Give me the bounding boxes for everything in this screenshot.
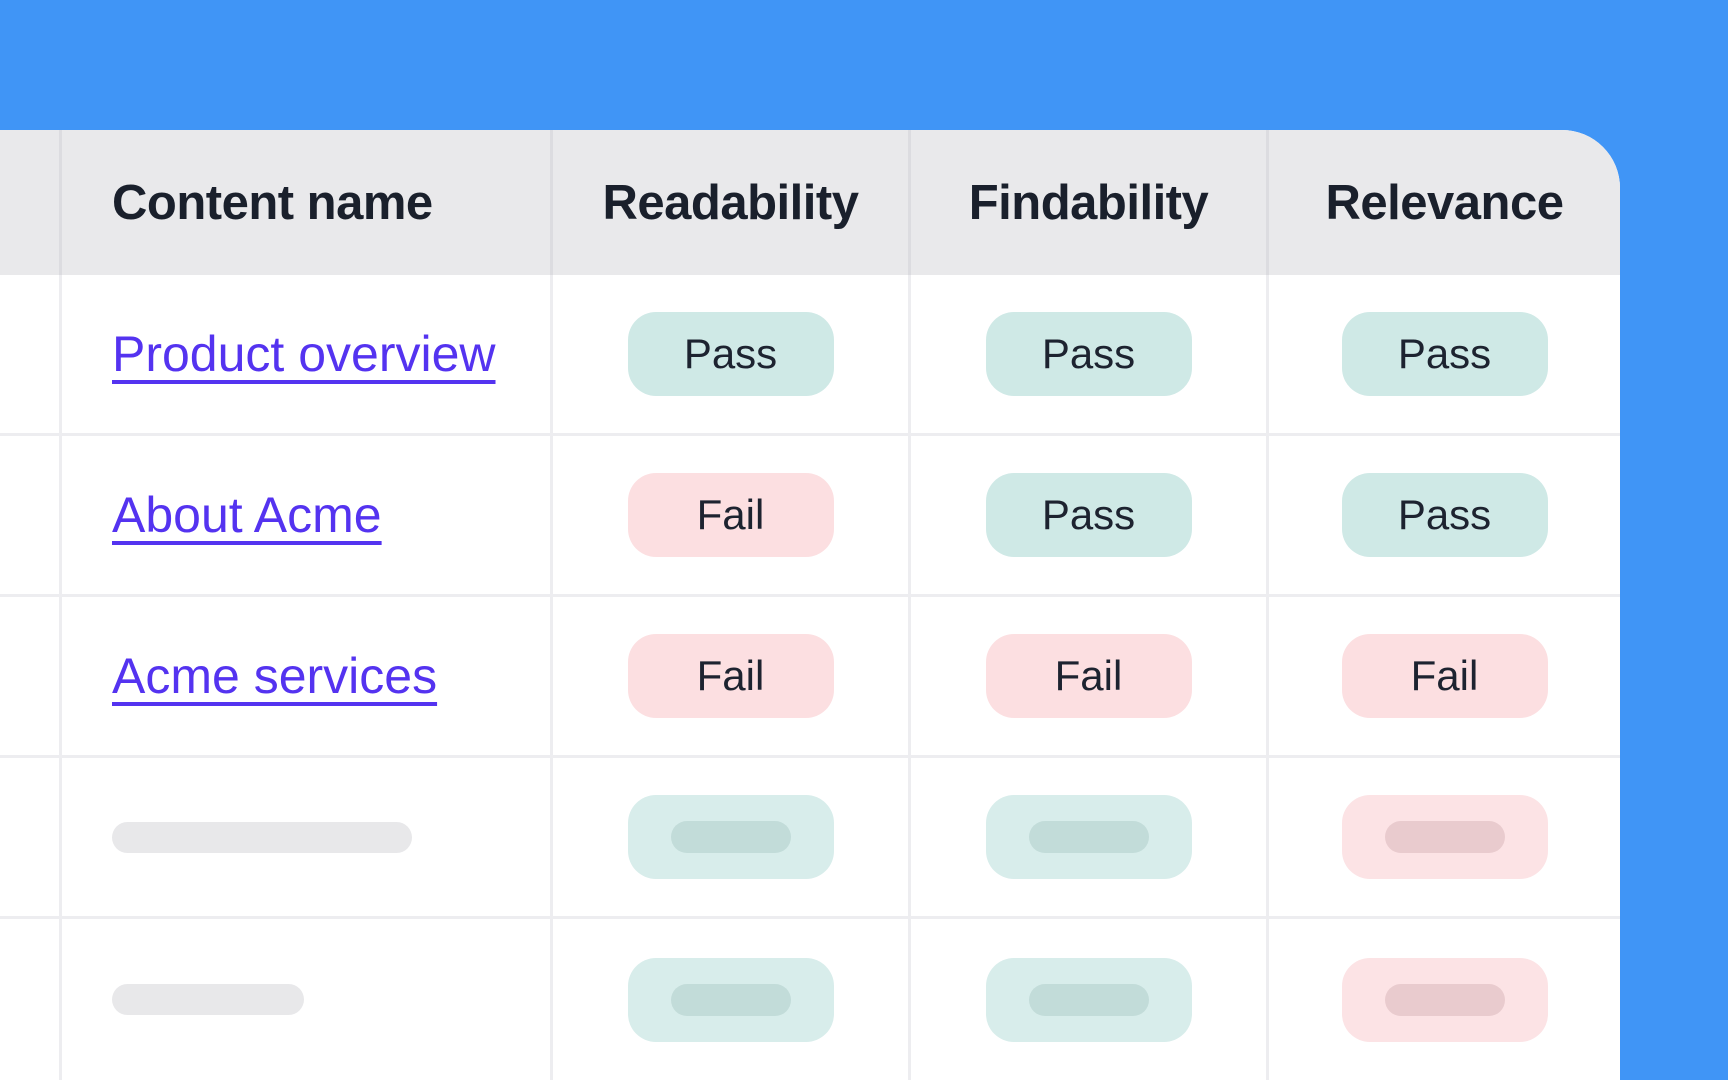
table-row: Acme services Fail Fail Fail (0, 594, 1620, 755)
status-badge-skeleton (1341, 957, 1548, 1042)
status-badge-skeleton (627, 795, 834, 879)
skeleton-inner-bar (1384, 821, 1505, 853)
content-name-cell (59, 758, 550, 916)
result-cell: Pass (550, 275, 908, 433)
header-cell-gutter (0, 130, 59, 275)
result-cell: Fail (550, 436, 908, 594)
header-cell-findability: Findability (908, 130, 1266, 275)
result-cell: Pass (908, 436, 1266, 594)
skeleton-inner-bar (670, 821, 791, 853)
status-badge: Fail (627, 634, 834, 718)
content-link[interactable]: Acme services (112, 648, 438, 704)
content-link[interactable]: Product overview (112, 326, 496, 382)
result-cell (908, 758, 1266, 916)
skeleton-inner-bar (670, 983, 791, 1016)
result-cell: Pass (1266, 275, 1620, 433)
result-cell: Fail (550, 597, 908, 755)
skeleton-inner-bar (1028, 983, 1149, 1016)
result-cell: Pass (908, 275, 1266, 433)
content-name-cell (59, 919, 550, 1080)
column-header-findability: Findability (968, 175, 1209, 230)
skeleton-inner-bar (1028, 821, 1149, 853)
result-cell: Fail (1266, 597, 1620, 755)
status-badge: Pass (1341, 473, 1548, 557)
column-header-relevance: Relevance (1325, 175, 1564, 230)
content-link[interactable]: About Acme (112, 487, 382, 543)
table-header-row: Content name Readability Findability Rel… (0, 130, 1620, 275)
status-badge: Pass (627, 312, 834, 396)
header-cell-readability: Readability (550, 130, 908, 275)
name-skeleton-bar (112, 984, 304, 1015)
result-cell: Fail (908, 597, 1266, 755)
column-header-readability: Readability (602, 175, 859, 230)
skeleton-inner-bar (1384, 983, 1505, 1016)
name-skeleton-bar (112, 821, 412, 853)
column-header-content-name: Content name (112, 175, 433, 230)
result-cell (550, 919, 908, 1080)
table-row (0, 755, 1620, 916)
status-badge-skeleton (985, 795, 1192, 879)
status-badge: Pass (985, 312, 1192, 396)
status-badge: Pass (1341, 312, 1548, 396)
header-cell-relevance: Relevance (1266, 130, 1620, 275)
gutter-cell (0, 275, 59, 433)
content-name-cell: About Acme (59, 436, 550, 594)
status-badge: Fail (1341, 634, 1548, 718)
result-cell (1266, 758, 1620, 916)
table-row (0, 916, 1620, 1080)
gutter-cell (0, 436, 59, 594)
table-row: About Acme Fail Pass Pass (0, 433, 1620, 594)
status-badge-skeleton (1341, 795, 1548, 879)
header-cell-content-name: Content name (59, 130, 550, 275)
status-badge: Fail (985, 634, 1192, 718)
gutter-cell (0, 597, 59, 755)
gutter-cell (0, 758, 59, 916)
content-audit-table-card: Content name Readability Findability Rel… (0, 130, 1620, 1080)
status-badge-skeleton (627, 957, 834, 1042)
result-cell: Pass (1266, 436, 1620, 594)
result-cell (1266, 919, 1620, 1080)
result-cell (550, 758, 908, 916)
status-badge: Fail (627, 473, 834, 557)
status-badge: Pass (985, 473, 1192, 557)
result-cell (908, 919, 1266, 1080)
content-name-cell: Acme services (59, 597, 550, 755)
content-name-cell: Product overview (59, 275, 550, 433)
gutter-cell (0, 919, 59, 1080)
status-badge-skeleton (985, 957, 1192, 1042)
table-row: Product overview Pass Pass Pass (0, 275, 1620, 433)
